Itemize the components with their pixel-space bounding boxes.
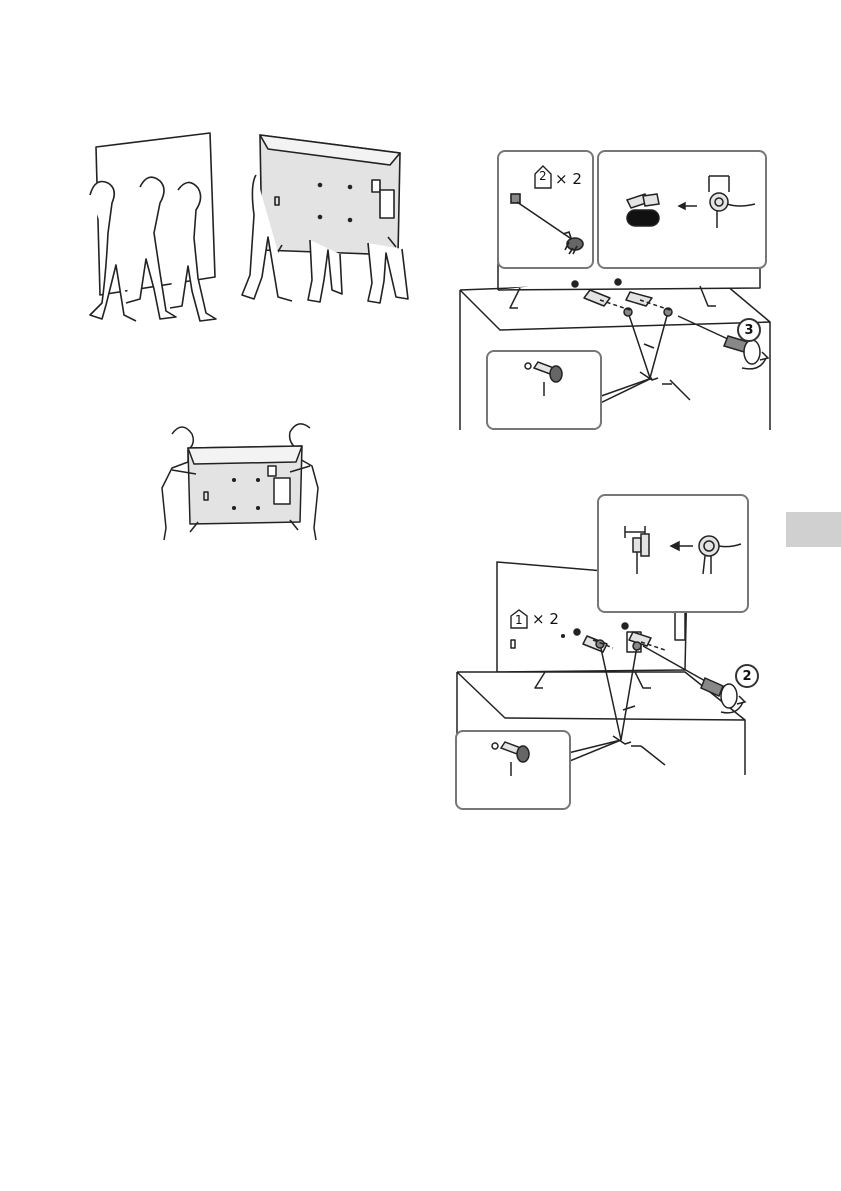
lifting-illustration	[70, 125, 415, 330]
two-people-carrying-tv-icon	[150, 418, 330, 540]
step-2-marker: 2	[735, 664, 759, 688]
part-2-quantity: × 2	[555, 170, 582, 188]
step-3-marker: 3	[737, 318, 761, 342]
callout-screw-lower	[455, 730, 571, 810]
callout-anchor-detail	[597, 150, 767, 269]
screw-icon	[457, 732, 569, 808]
part-1-number: 1	[515, 613, 523, 627]
carrying-illustration	[150, 418, 330, 540]
screw-icon	[488, 352, 600, 428]
two-people-lifting-tv-icon	[70, 125, 415, 330]
callout-screw-upper	[486, 350, 602, 430]
section-tab	[786, 512, 841, 547]
callout-part-2: 2 × 2	[497, 150, 594, 269]
callout-anchor-detail-lower	[597, 494, 749, 613]
part-1-quantity: × 2	[532, 610, 559, 628]
part-1-badge: 1 × 2	[508, 608, 568, 630]
part-2-number: 2	[539, 169, 547, 183]
